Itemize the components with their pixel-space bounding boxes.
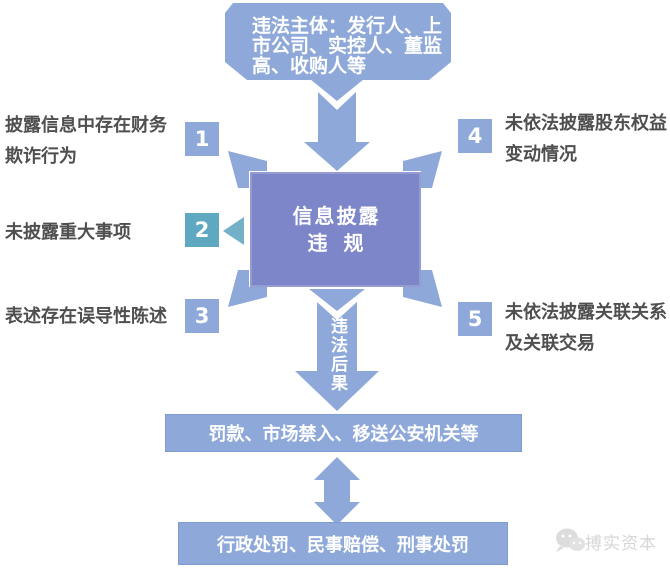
down-arrow-consequence-icon (295, 302, 379, 411)
right-item-4-text: 未依法披露股东权益变动情况 (505, 113, 667, 165)
top-box-pointer-icon (310, 79, 364, 101)
corner-arrow-top-right-icon (403, 151, 442, 188)
left-item-3-number: 3 (185, 299, 219, 333)
left-item-2-number: 2 (185, 213, 219, 247)
violation-box-line1: 信息披露 (292, 203, 381, 228)
wechat-icon (556, 528, 585, 552)
corner-arrow-bottom-right-icon (403, 270, 442, 307)
center-box-pointer-icon (309, 289, 365, 311)
penalty-box-1-text: 罚款、市场禁入、移送公安机关等 (208, 424, 479, 445)
watermark-text: 搏实资本 (585, 534, 657, 554)
right-item-4-number: 4 (458, 119, 492, 153)
teal-pointer-icon (223, 217, 244, 245)
corner-arrow-top-left-icon (228, 151, 267, 188)
left-item-3-text: 表述存在误导性陈述 (5, 306, 167, 327)
corner-arrow-bottom-left-icon (228, 270, 267, 307)
down-arrow-top-icon (304, 92, 370, 171)
penalty-box-2: 行政处罚、民事赔偿、刑事处罚 (178, 522, 508, 565)
violation-box-line2: 违规 (307, 230, 380, 255)
left-item-1-text: 披露信息中存在财务欺诈行为 (5, 115, 167, 167)
violation-box: 信息披露 违规 (250, 172, 421, 287)
penalty-box-1: 罚款、市场禁入、移送公安机关等 (165, 414, 522, 452)
penalty-box-2-text: 行政处罚、民事赔偿、刑事处罚 (217, 534, 469, 556)
right-item-5-text: 未依法披露关联关系及关联交易 (505, 302, 667, 354)
left-item-2-text: 未披露重大事项 (5, 222, 131, 243)
consequence-arrow-label: 违法后果 (327, 317, 347, 393)
left-item-1-number: 1 (185, 122, 219, 156)
subject-box-text: 违法主体：发行人、上市公司、实控人、董监高、收购人等 (252, 15, 443, 77)
subject-box: 违法主体：发行人、上市公司、实控人、董监高、收购人等 (225, 3, 451, 80)
right-item-5-number: 5 (458, 302, 492, 336)
double-arrow-icon (314, 457, 360, 525)
